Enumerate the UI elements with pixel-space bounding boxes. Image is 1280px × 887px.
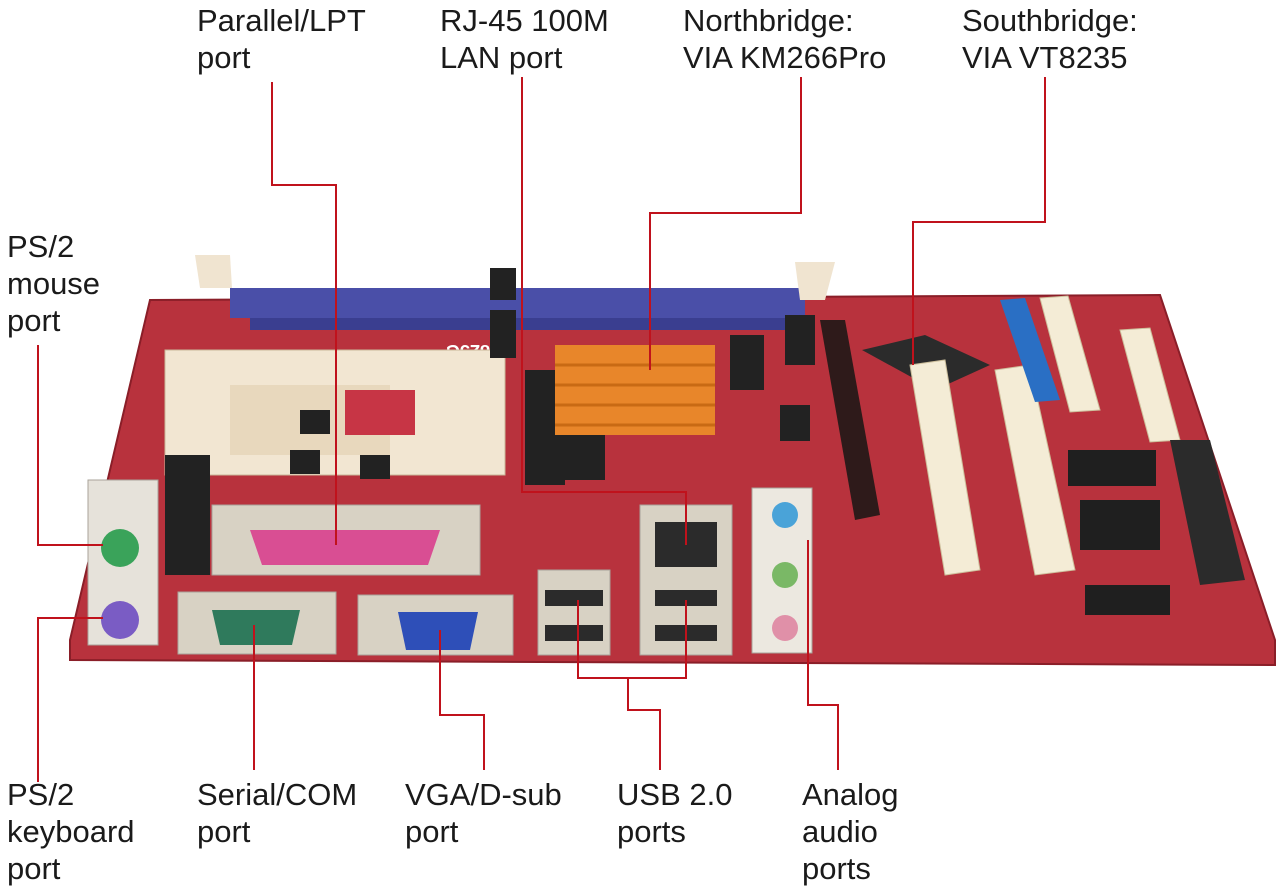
ide-connector-blue	[1000, 298, 1060, 402]
leader-northbridge	[649, 77, 802, 370]
label-rj45-lan-port: RJ-45 100M LAN port	[440, 3, 609, 75]
ide-connector-1	[1039, 295, 1101, 413]
label-ps2-keyboard-port: PS/2 keyboard port	[7, 777, 135, 886]
dimm-slot	[195, 255, 835, 330]
leader-ps2-mouse	[37, 345, 103, 546]
northbridge-heatsink	[555, 345, 715, 435]
label-ps2-mouse-port: PS/2 mouse port	[7, 229, 101, 338]
leader-usb	[577, 600, 661, 770]
label-serial-com-port: Serial/COM port	[197, 777, 358, 849]
label-vga-dsub-port: VGA/D-sub port	[405, 777, 562, 849]
capacitors	[165, 268, 815, 575]
label-northbridge: Northbridge: VIA KM266Pro	[683, 3, 887, 75]
leader-parallel	[271, 82, 337, 545]
leader-ps2-keyboard	[37, 617, 103, 782]
pci-slot-1	[909, 359, 981, 576]
leader-lines	[37, 77, 1046, 782]
label-southbridge: Southbridge: VIA VT8235	[962, 3, 1138, 75]
pci-slot-2	[994, 364, 1076, 576]
line-in-port	[772, 502, 798, 528]
label-usb-ports: USB 2.0 ports	[617, 777, 733, 849]
audio-chip	[1085, 585, 1170, 615]
label-analog-audio-ports: Analog audio ports	[802, 777, 899, 886]
mic-in-port	[772, 615, 798, 641]
serial-port	[212, 610, 300, 645]
usb-port-3	[655, 590, 717, 606]
usb-port-2	[545, 625, 603, 641]
ps2-mouse-port	[101, 529, 139, 567]
leader-lan	[521, 77, 687, 545]
leader-vga	[439, 630, 485, 770]
line-out-port	[772, 562, 798, 588]
parallel-port	[250, 530, 440, 565]
usb-port-housing-left	[537, 569, 611, 656]
io-chip	[1080, 500, 1160, 550]
leader-usb-right	[628, 600, 687, 679]
leader-southbridge	[912, 77, 1046, 365]
ps2-keyboard-port	[101, 601, 139, 639]
vga-port	[398, 612, 478, 650]
power-connector	[1170, 440, 1245, 585]
label-parallel-lpt-port: Parallel/LPT port	[197, 3, 366, 75]
leader-audio	[807, 540, 839, 770]
agp-slot	[820, 320, 880, 520]
usb-port-1	[545, 590, 603, 606]
bios-chip	[1068, 450, 1156, 486]
